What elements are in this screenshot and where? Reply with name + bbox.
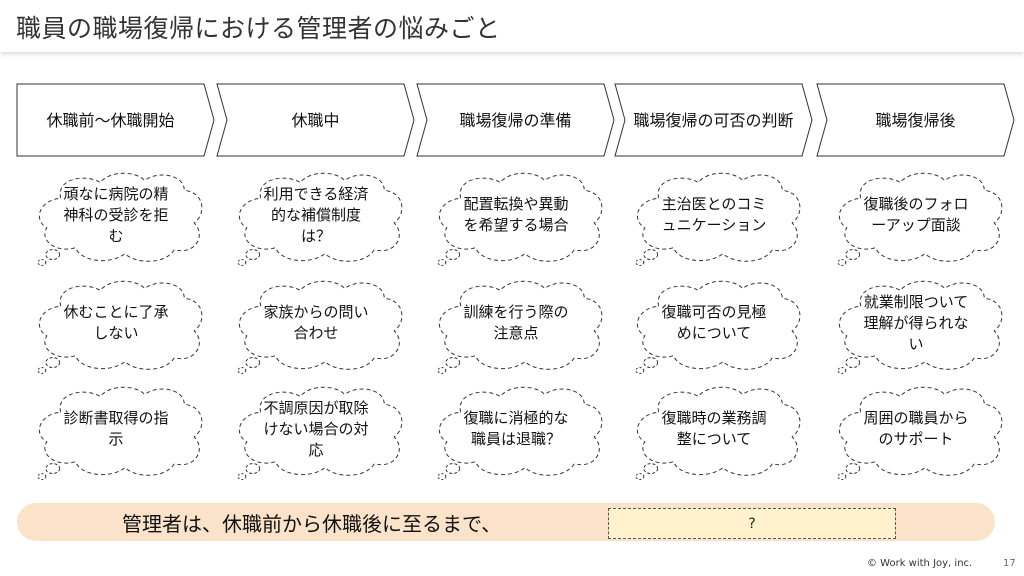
concern-text: 復職後のフォローアップ面談 — [863, 195, 969, 234]
concern-text: 訓練を行う際の注意点 — [463, 303, 569, 342]
conclusion-text: 管理者は、休職前から休職後に至るまで、 — [122, 512, 502, 536]
concern-text: 配置転換や異動を希望する場合 — [463, 195, 569, 234]
concern-text: 周囲の職員からのサポート — [863, 409, 969, 448]
step-label: 職場復帰の準備 — [459, 110, 572, 130]
concern-text: 復職に消極的な職員は退職？ — [463, 409, 569, 448]
concern-text: 頑なに病院の精神科の受診を拒む — [63, 184, 169, 245]
step-label: 休職前〜休職開始 — [46, 110, 175, 130]
step-chevron — [216, 83, 415, 157]
page-title: 職員の職場復帰における管理者の悩みごと — [16, 14, 501, 43]
process-diagram — [16, 83, 1015, 480]
answer-placeholder: ? — [748, 515, 756, 532]
copyright: © Work with Joy, inc. — [867, 558, 973, 569]
concern-text: 復職可否の見極めについて — [661, 303, 767, 342]
step-chevron — [416, 83, 615, 157]
concern-text: 復職時の業務調整について — [661, 409, 767, 448]
title-bar: 職員の職場復帰における管理者の悩みごと — [0, 0, 1024, 52]
concern-text: 家族からの問い合わせ — [263, 303, 369, 342]
step-label: 職場復帰の可否の判断 — [633, 110, 794, 130]
concern-text: 利用できる経済的な補償制度は？ — [263, 184, 369, 245]
concern-text: 就業制限ついて理解が得られない — [863, 292, 969, 353]
concern-text: 不調原因が取除けない場合の対応 — [263, 398, 369, 459]
concern-text: 主治医とのコミュニケーション — [661, 195, 767, 234]
step-chevron — [816, 83, 1015, 157]
step-chevron — [16, 83, 215, 157]
concern-text: 休むことに了承しない — [63, 303, 169, 342]
step-label: 休職中 — [291, 110, 340, 130]
step-label: 職場復帰後 — [875, 110, 956, 130]
concern-text: 診断書取得の指示 — [63, 409, 169, 448]
step-chevron — [614, 83, 813, 157]
answer-blank-box: ? — [608, 508, 896, 539]
page-number: 17 — [1003, 558, 1016, 569]
